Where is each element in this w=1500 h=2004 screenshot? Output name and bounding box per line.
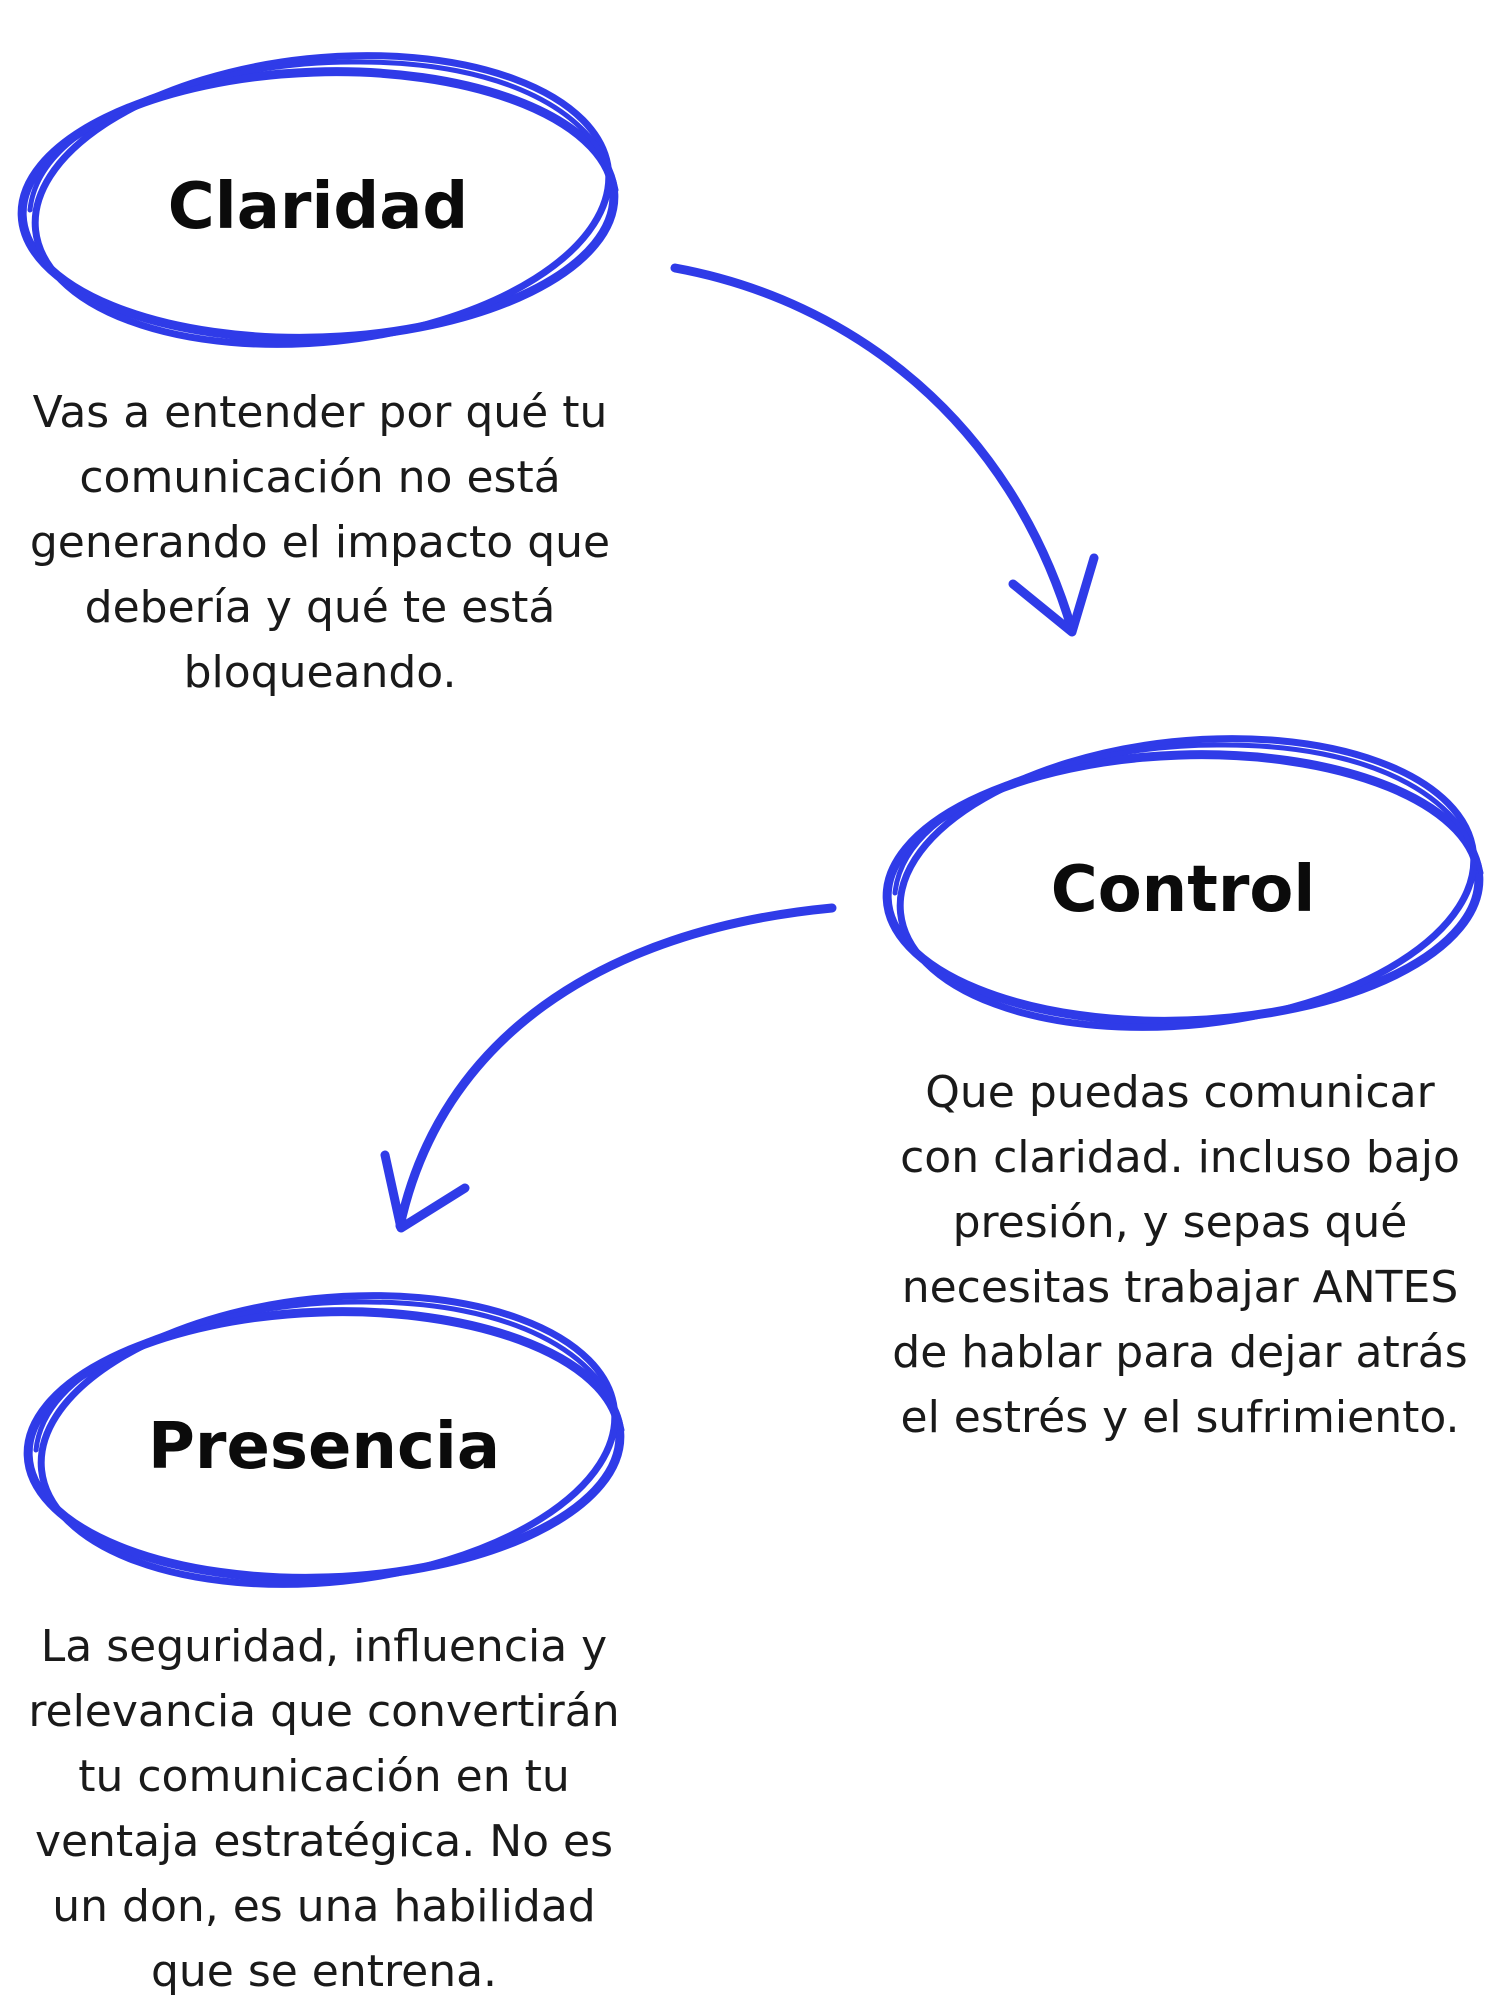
- arrow-claridad-to-control: [670, 263, 1099, 637]
- presencia-title: Presencia: [148, 1410, 500, 1484]
- control-description-line: presión, y sepas qué: [952, 1197, 1408, 1248]
- claridad-scribble-circle: [17, 52, 619, 348]
- control-title: Control: [1050, 853, 1316, 927]
- presencia-description-line: La seguridad, influencia y: [40, 1621, 608, 1672]
- claridad-description-line: debería y qué te está: [84, 582, 556, 633]
- control-scribble-circle: [882, 735, 1484, 1031]
- presencia-description: La seguridad, influencia y relevancia qu…: [4, 1614, 644, 2004]
- control-description-line: necesitas trabajar ANTES: [901, 1262, 1459, 1313]
- presencia-scribble-circle: [23, 1292, 625, 1588]
- claridad-description-line: comunicación no está: [79, 452, 561, 503]
- control-description: Que puedas comunicar con claridad. inclu…: [860, 1060, 1500, 1450]
- presencia-description-line: que se entrena.: [150, 1946, 498, 1997]
- claridad-description-line: bloqueando.: [183, 647, 457, 698]
- presencia-description-line: relevancia que convertirán: [28, 1686, 620, 1737]
- control-description-line: con claridad. incluso bajo: [900, 1132, 1460, 1183]
- claridad-description-line: generando el impacto que: [29, 517, 611, 568]
- control-description-line: el estrés y el sufrimiento.: [900, 1392, 1460, 1443]
- presencia-description-line: tu comunicación en tu: [78, 1751, 570, 1802]
- presencia-description-line: ventaja estratégica. No es: [34, 1816, 614, 1867]
- arrow-control-to-presencia: [380, 903, 837, 1233]
- claridad-description-line: Vas a entender por qué tu: [32, 387, 608, 438]
- claridad-description: Vas a entender por qué tu comunicación n…: [0, 380, 640, 705]
- presencia-description-line: un don, es una habilidad: [52, 1881, 596, 1932]
- control-description-line: de hablar para dejar atrás: [892, 1327, 1468, 1378]
- claridad-title: Claridad: [167, 170, 469, 244]
- control-description-line: Que puedas comunicar: [925, 1067, 1435, 1118]
